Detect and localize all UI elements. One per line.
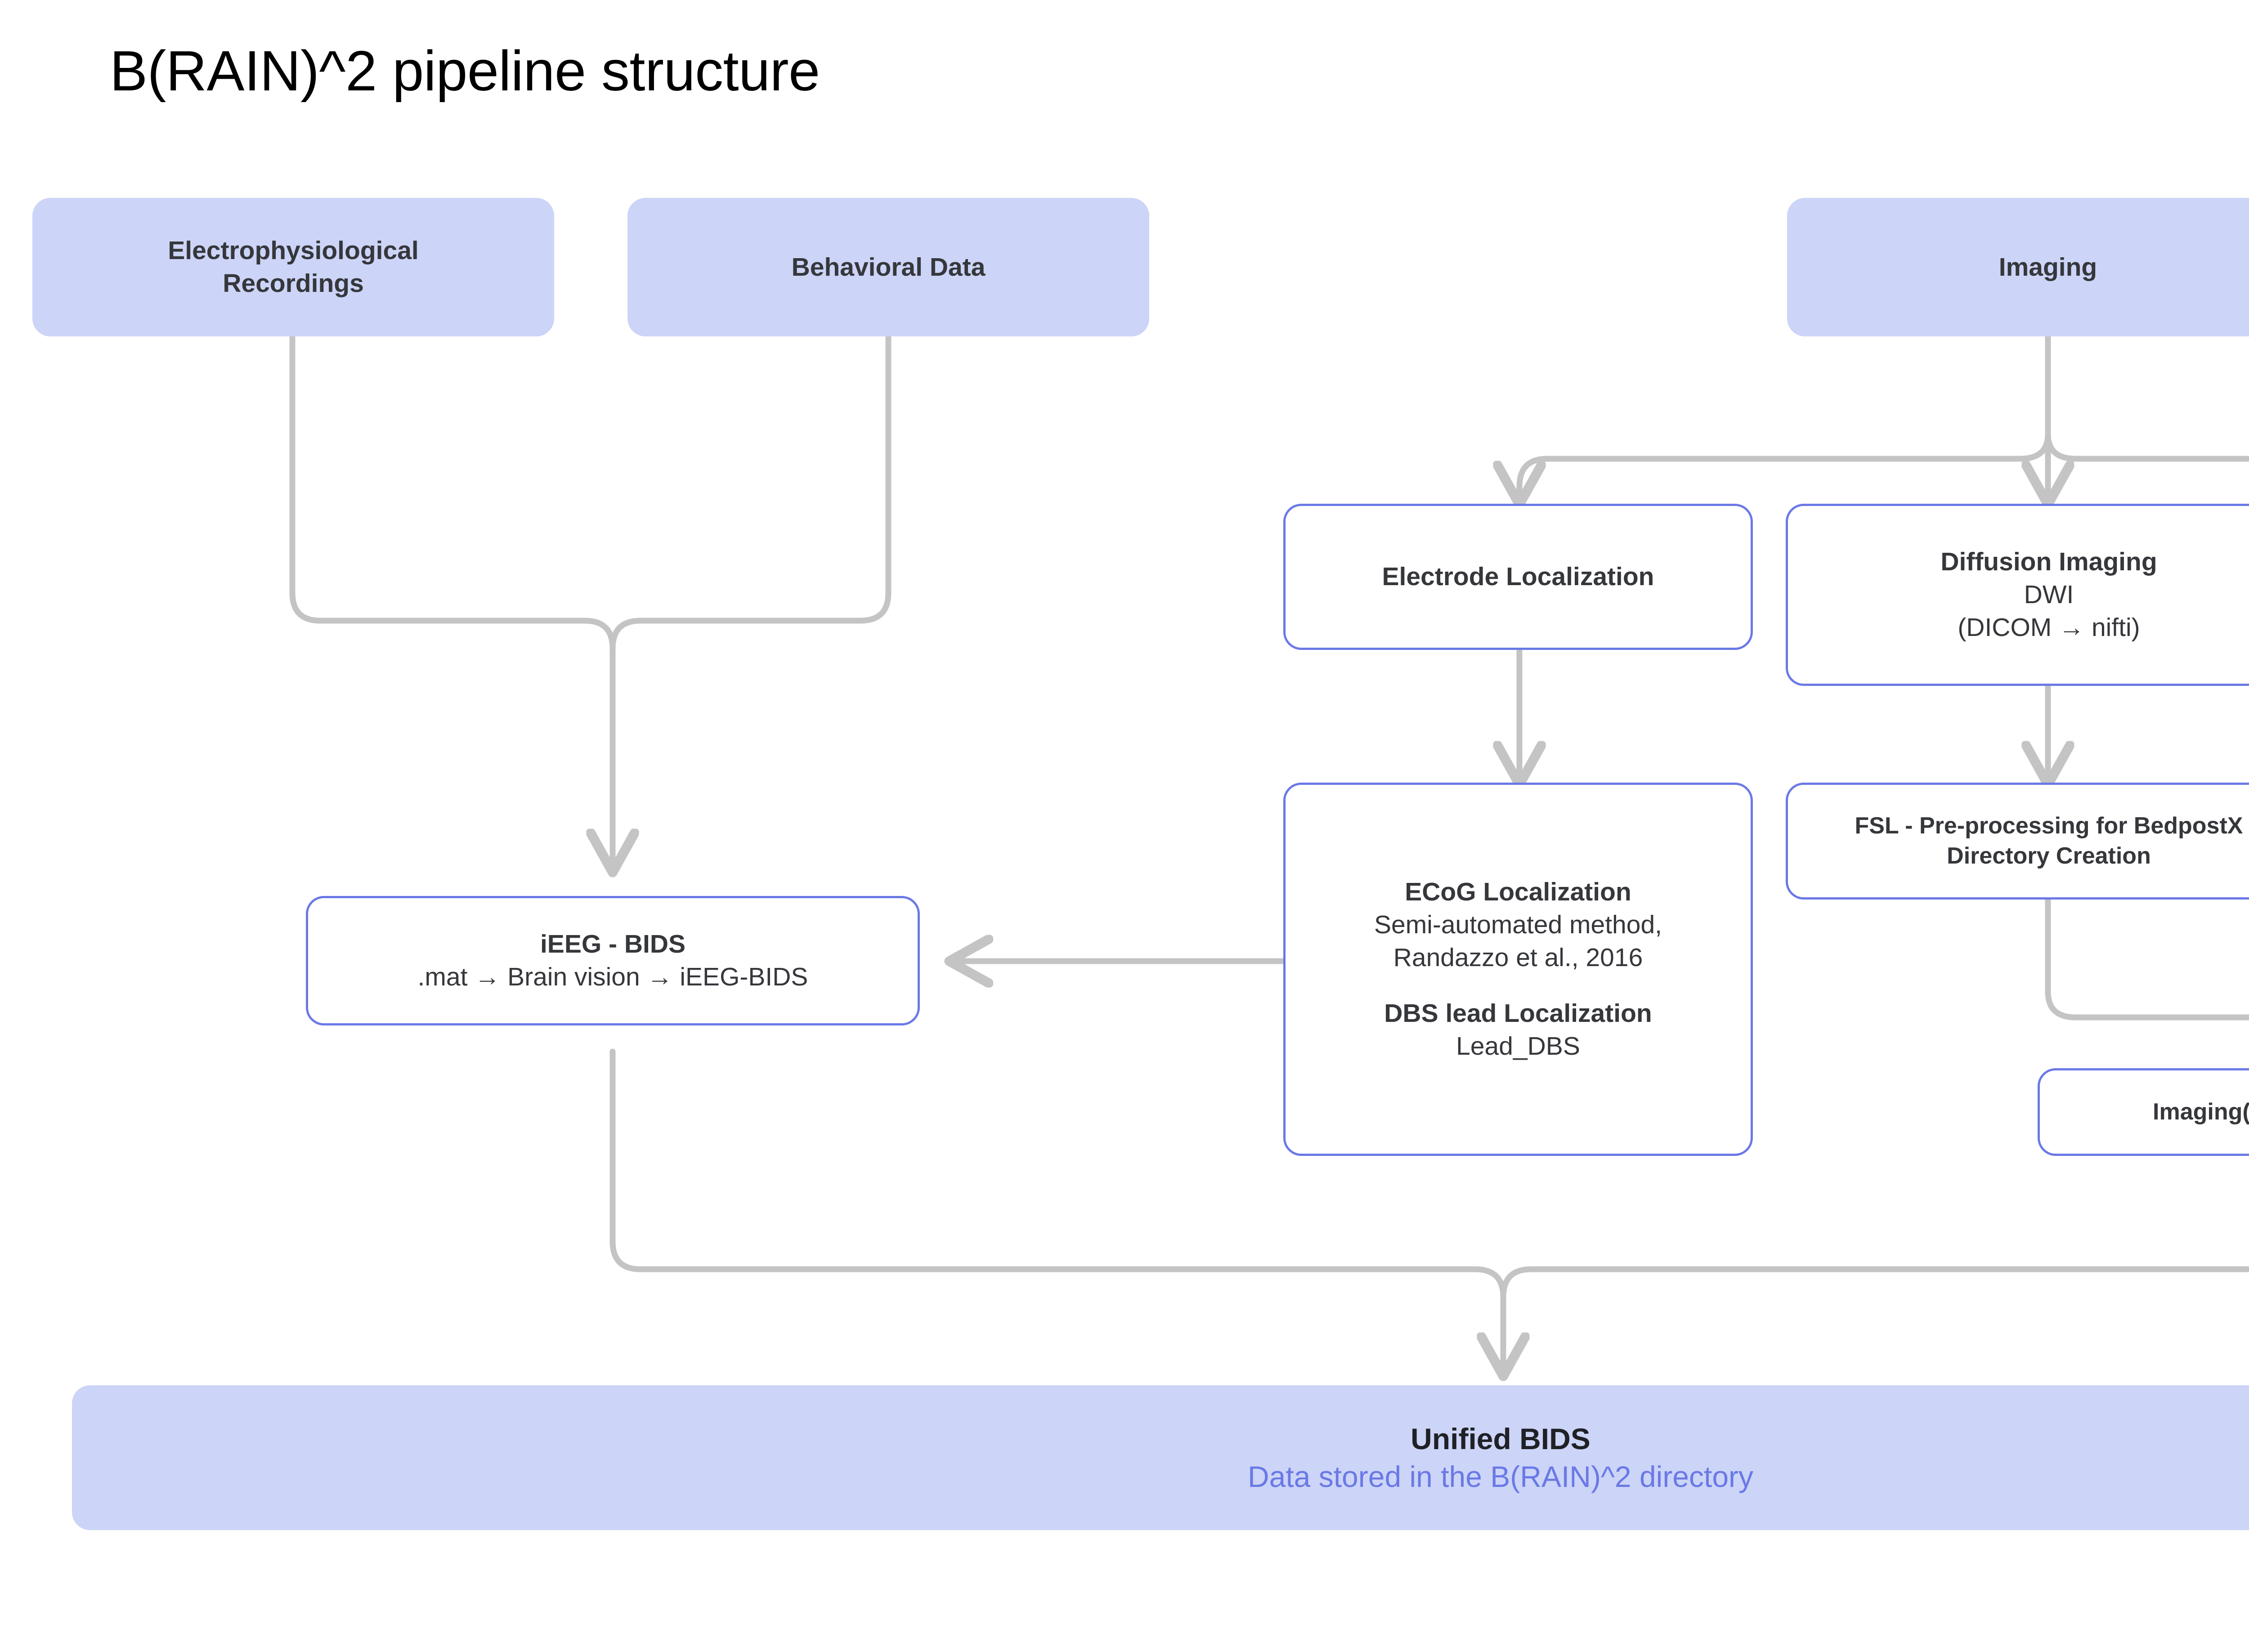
node-label-line1: FSL - Pre-processing for BedpostX [1855,813,2243,839]
node-label-line1: Unified BIDS [1411,1422,1590,1455]
node-label-line4: DBS lead Localization [1384,999,1652,1028]
node-label-line2: Directory Creation [1947,843,2151,869]
edge-ephys-to-ieeg [289,333,613,868]
node-fsl-preprocessing[interactable]: FSL - Pre-processing for BedpostX Direct… [1786,783,2249,900]
node-label-line2: .mat → Brain vision → iEEG-BIDS [417,963,808,991]
node-label-line1: Electrode Localization [1382,562,1654,591]
edge-imaging-to-electrode-loc [1519,333,2051,500]
node-label-line1: Behavioral Data [791,252,986,282]
node-unified-bids[interactable]: Unified BIDS Data stored in the B(RAIN)^… [72,1385,2249,1530]
edge-fsl-to-imaging-bids [2045,895,2249,1021]
node-label-line1: Imaging [1998,252,2097,282]
node-ieeg-bids[interactable]: iEEG - BIDS .mat → Brain vision → iEEG-B… [306,896,920,1025]
page-title: B(RAIN)^2 pipeline structure [110,39,820,103]
node-label-line1: Imaging( with derivatives) in BIDS [2153,1099,2249,1125]
edge-imaging-to-anatomical [2045,333,2249,462]
node-ecog-localization[interactable]: ECoG Localization Semi-automated method,… [1283,783,1753,1156]
node-label-line1: Electrophysiological [168,236,419,265]
node-imaging-derivatives-bids[interactable]: Imaging( with derivatives) in BIDS [2038,1068,2249,1156]
node-label-line1: Diffusion Imaging [1940,547,2157,577]
node-label-line5: Lead_DBS [1456,1032,1580,1061]
node-diffusion-imaging[interactable]: Diffusion Imaging DWI (DICOM → nifti) [1786,504,2249,686]
node-label-line2: Recordings [223,269,364,298]
node-label-line2: DWI [2024,580,2074,609]
node-label-line2: Semi-automated method, [1374,910,1662,939]
node-behavioral-data[interactable]: Behavioral Data [627,198,1149,336]
node-electrode-localization[interactable]: Electrode Localization [1283,504,1753,650]
node-imaging[interactable]: Imaging [1787,198,2249,336]
edge-imaging-bids-to-unified [1503,1266,2249,1372]
node-electrophysiological-recordings[interactable]: Electrophysiological Recordings [32,198,554,336]
edge-behavioral-to-ieeg [613,333,892,868]
node-label-line3: (DICOM → nifti) [1958,613,2140,642]
node-label-line1: iEEG - BIDS [540,930,686,959]
node-label-line1: ECoG Localization [1405,877,1631,906]
node-label-line2: Data stored in the B(RAIN)^2 directory [1247,1460,1754,1493]
node-label-line3: Randazzo et al., 2016 [1393,943,1643,972]
